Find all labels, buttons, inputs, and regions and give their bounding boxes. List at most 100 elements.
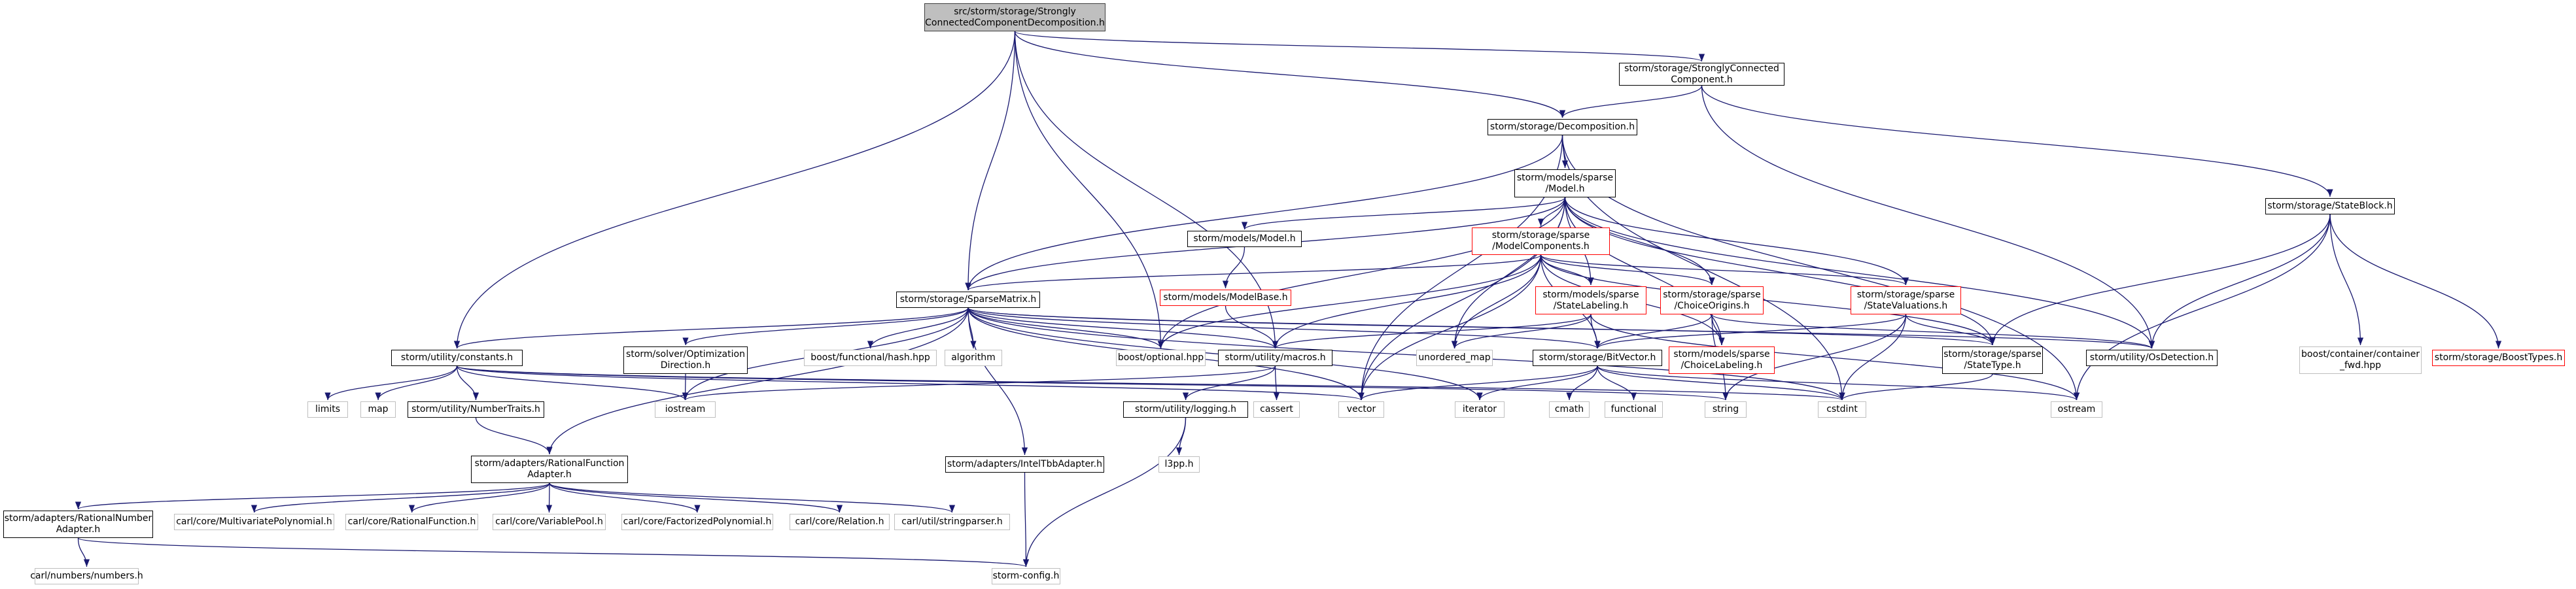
edge-model-to-stateval: [1564, 197, 1909, 286]
edge-decomp-to-sparsematrix: [965, 135, 1563, 291]
edge-bitvector-to-ostream: [1597, 365, 2080, 401]
node-modelsmodel[interactable]: storm/models/Model.h: [1187, 231, 1302, 247]
node-bitvector[interactable]: storm/storage/BitVector.h: [1533, 350, 1662, 366]
node-cmath: cmath: [1549, 401, 1590, 418]
node-statelab[interactable]: storm/models/sparse /StateLabeling.h: [1535, 286, 1646, 314]
edge-stateval-to-bitvector: [1594, 314, 1907, 349]
edge-ratnum-to-stormconfig: [77, 537, 1029, 567]
edge-choiceorig-to-osdet: [1711, 314, 2155, 349]
edge-modelcomp-to-sparsematrix: [965, 254, 1542, 291]
edge-stateval-to-cstdint: [1839, 314, 1907, 401]
node-statetype[interactable]: storm/storage/sparse /StateType.h: [1942, 346, 2043, 374]
node-ratfunc[interactable]: storm/adapters/RationalFunction Adapter.…: [471, 456, 628, 483]
edge-stateblock-to-osdet: [2148, 214, 2331, 349]
edge-sparsematrix-to-bitvector: [967, 307, 1601, 349]
node-hash: boost/functional/hash.hpp: [804, 350, 937, 366]
edge-ratfunc-to-varpool: [546, 482, 553, 513]
node-modelbase[interactable]: storm/models/ModelBase.h: [1160, 290, 1291, 306]
node-stormconfig: storm-config.h: [992, 568, 1060, 584]
edge-choiceorig-to-bitvector: [1594, 314, 1713, 349]
node-constants[interactable]: storm/utility/constants.h: [391, 350, 523, 366]
edge-scc-to-decomp: [1559, 85, 1703, 118]
node-sparsematrix[interactable]: storm/storage/SparseMatrix.h: [896, 292, 1040, 308]
node-varpool: carl/core/VariablePool.h: [493, 514, 606, 530]
node-boosttypes[interactable]: storm/storage/BoostTypes.h: [2432, 350, 2565, 366]
node-l3pp: l3pp.h: [1158, 456, 1200, 473]
edge-statetype-to-cstdint: [1839, 373, 1993, 401]
node-osdet[interactable]: storm/utility/OsDetection.h: [2086, 350, 2218, 366]
node-modelcomp[interactable]: storm/storage/sparse /ModelComponents.h: [1472, 227, 1610, 255]
node-decomp[interactable]: storm/storage/Decomposition.h: [1488, 119, 1637, 135]
node-ostream: ostream: [2051, 401, 2102, 418]
edge-scc-to-osdet: [1701, 85, 2155, 349]
edge-macros-to-logging: [1182, 365, 1276, 401]
edge-bitvector-to-vector: [1358, 365, 1598, 401]
edge-model-to-statetype: [1564, 197, 1996, 346]
edge-bitvector-to-iterator: [1476, 365, 1598, 401]
edge-root-to-macros: [1014, 31, 1279, 349]
edge-statelab-to-macros: [1272, 314, 1592, 349]
edge-sparsematrix-to-osdet: [967, 307, 2155, 349]
edge-logging-to-l3pp: [1175, 417, 1187, 456]
node-iterator: iterator: [1455, 401, 1505, 418]
edge-stateval-to-string: [1722, 314, 1907, 401]
edge-sparsematrix-to-ratfunc: [546, 307, 969, 455]
node-vector: vector: [1338, 401, 1384, 418]
node-stateval[interactable]: storm/storage/sparse /StateValuations.h: [1851, 286, 1961, 314]
edge-modelcomp-to-macros: [1272, 254, 1542, 349]
edge-sparsematrix-to-optdir: [682, 307, 969, 346]
edge-constants-to-numbertraits: [456, 365, 479, 401]
node-optdir[interactable]: storm/solver/Optimization Direction.h: [623, 346, 748, 374]
edge-model-to-unordered: [1451, 197, 1566, 349]
edge-model-to-choicelab: [1564, 197, 1725, 346]
edge-stateblock-to-statetype: [1989, 214, 2331, 346]
node-relation: carl/core/Relation.h: [790, 514, 890, 530]
node-ratnum[interactable]: storm/adapters/RationalNumber Adapter.h: [3, 511, 153, 538]
node-limits: limits: [307, 401, 348, 418]
node-string: string: [1705, 401, 1747, 418]
edge-stateblock-to-boosttypes: [2329, 214, 2502, 349]
edge-model-to-modelsmodel: [1242, 197, 1566, 230]
edge-constants-to-iostream: [456, 365, 689, 401]
edge-constants-to-map: [375, 365, 458, 401]
edge-bitvector-to-cstdint: [1597, 365, 1845, 401]
node-algorithm: algorithm: [945, 350, 1002, 366]
edge-ratfunc-to-ratnum: [75, 482, 550, 510]
node-factpoly: carl/core/FactorizedPolynomial.h: [621, 514, 773, 530]
edge-sparsematrix-to-optional: [967, 307, 1164, 349]
edge-stateval-to-statetype: [1905, 314, 1996, 346]
edge-statelab-to-ostream: [1590, 314, 2080, 401]
edge-ratfunc-to-relation: [549, 482, 843, 513]
edge-modelcomp-to-stateval: [1540, 254, 1909, 286]
edge-bitvector-to-cmath: [1566, 365, 1598, 401]
node-numbertraits[interactable]: storm/utility/NumberTraits.h: [408, 401, 544, 418]
edge-macros-to-iostream: [682, 365, 1276, 401]
edge-root-to-constants: [453, 31, 1016, 349]
edge-logging-to-stormconfig: [1022, 417, 1187, 567]
node-macros[interactable]: storm/utility/macros.h: [1218, 350, 1332, 366]
node-choiceorig[interactable]: storm/storage/sparse /ChoiceOrigins.h: [1660, 286, 1764, 314]
node-iostream: iostream: [655, 401, 716, 418]
node-cassert: cassert: [1253, 401, 1300, 418]
node-strparser: carl/util/stringparser.h: [894, 514, 1010, 530]
edge-model-to-optional: [1157, 197, 1566, 349]
edge-constants-to-cstdint: [456, 365, 1845, 401]
edge-root-to-scc: [1014, 31, 1705, 62]
node-scc[interactable]: storm/storage/StronglyConnected Componen…: [1619, 63, 1784, 86]
edge-constants-to-limits: [324, 365, 458, 401]
node-choicelab[interactable]: storm/models/sparse /ChoiceLabeling.h: [1669, 346, 1775, 374]
edge-root-to-decomp: [1014, 31, 1566, 118]
edge-root-to-optional: [1014, 31, 1164, 349]
node-logging[interactable]: storm/utility/logging.h: [1123, 401, 1248, 418]
edge-sparsematrix-to-hash: [867, 307, 969, 349]
node-containerfwd: boost/container/container _fwd.hpp: [2299, 346, 2422, 374]
node-model[interactable]: storm/models/sparse /Model.h: [1514, 169, 1616, 197]
node-stateblock[interactable]: storm/storage/StateBlock.h: [2265, 198, 2395, 214]
node-unordered: unordered_map: [1416, 350, 1493, 366]
edge-constants-to-vector: [456, 365, 1365, 401]
edge-inteltbb-to-stormconfig: [1022, 472, 1030, 567]
edge-stateblock-to-ostream: [2073, 214, 2331, 401]
edge-modelcomp-to-choiceorig: [1540, 254, 1715, 286]
edge-ratfunc-to-strparser: [549, 482, 955, 513]
node-inteltbb[interactable]: storm/adapters/IntelTbbAdapter.h: [945, 456, 1104, 473]
